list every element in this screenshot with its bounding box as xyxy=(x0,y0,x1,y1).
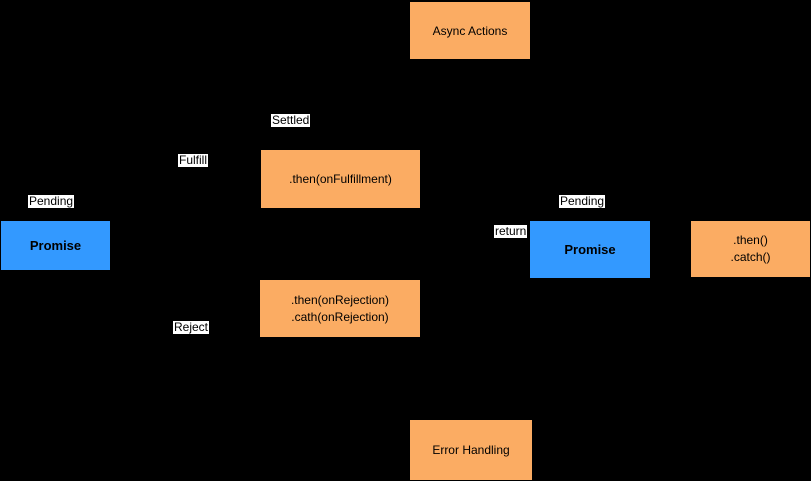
edge-label-pending-left: Pending xyxy=(28,194,75,208)
edge-label-fulfill: Fulfill xyxy=(178,153,209,167)
node-async-actions: Async Actions xyxy=(410,2,530,59)
node-then-onrejection: .then(onRejection) .cath(onRejection) xyxy=(260,280,420,337)
node-promise-right: Promise xyxy=(530,221,650,278)
node-then-onrejection-line2: .cath(onRejection) xyxy=(291,309,389,324)
edge-label-pending-right: Pending xyxy=(559,194,606,208)
node-promise-left: Promise xyxy=(1,221,110,270)
node-then-onrejection-line1: .then(onRejection) xyxy=(290,292,390,307)
node-then-catch: .then() .catch() xyxy=(691,221,810,277)
node-then-onfulfillment: .then(onFulfillment) xyxy=(261,150,420,208)
node-then-catch-line2: .catch() xyxy=(730,250,771,264)
node-then-catch-line1: .then() xyxy=(733,233,768,247)
node-error-handling: Error Handling xyxy=(410,420,532,480)
edge-label-reject: Reject xyxy=(173,320,210,334)
edge-label-settled: Settled xyxy=(271,113,311,127)
edge-label-return: return xyxy=(494,224,528,238)
